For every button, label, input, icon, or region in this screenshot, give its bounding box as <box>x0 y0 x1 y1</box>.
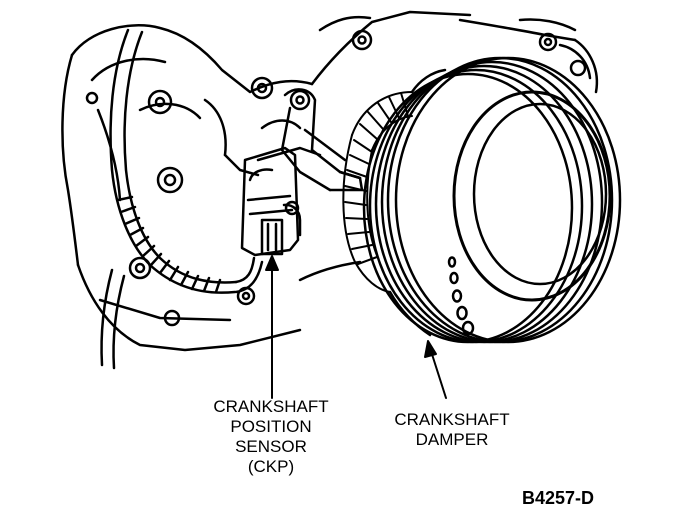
ckp-label-line-1: CRANKSHAFT <box>213 397 329 416</box>
ckp-label: CRANKSHAFT POSITION SENSOR (CKP) <box>196 397 346 477</box>
damper-label-line-1: CRANKSHAFT <box>394 410 510 429</box>
upper-right-casting <box>558 43 592 80</box>
wiring-harness <box>100 28 264 370</box>
crankshaft-damper <box>362 56 622 344</box>
block-bolts <box>85 29 558 327</box>
ckp-sensor <box>240 146 302 257</box>
ckp-bracket <box>256 88 364 192</box>
damper-label-line-2: DAMPER <box>415 430 489 449</box>
damper-leader <box>424 340 447 399</box>
figure-code: B4257-D <box>522 488 595 508</box>
ckp-label-line-4: (CKP) <box>247 457 295 476</box>
ckp-leader <box>265 255 279 399</box>
ckp-label-line-2: POSITION <box>230 417 312 436</box>
engine-block <box>61 10 599 352</box>
ckp-label-line-3: SENSOR <box>235 437 307 456</box>
damper-label: CRANKSHAFT DAMPER <box>382 410 522 450</box>
